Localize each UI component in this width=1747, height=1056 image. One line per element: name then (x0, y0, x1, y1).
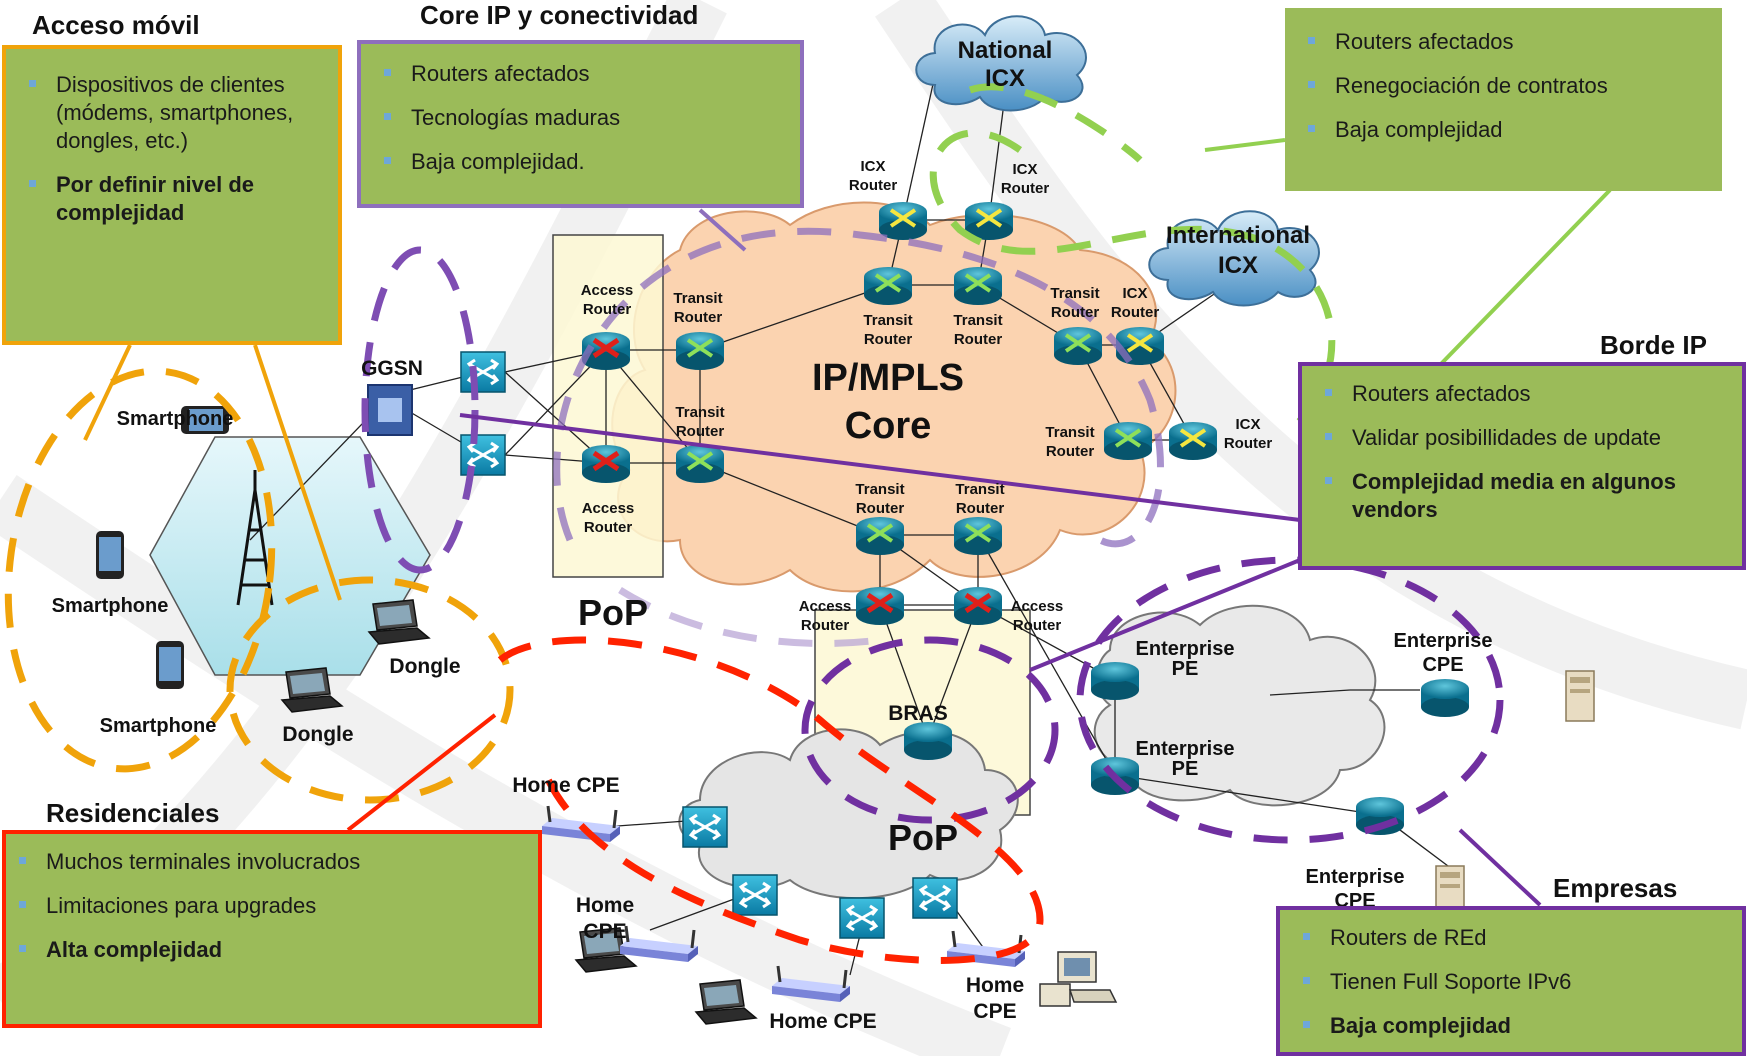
box-borde-item-3: Complejidad media en algunos vendors (1312, 468, 1730, 524)
callout-lines (83, 138, 1612, 907)
box-emp-item-2: Tienen Full Soporte IPv6 (1290, 968, 1730, 996)
residential-cloud (678, 728, 1019, 900)
title-acceso-movil: Acceso móvil (32, 10, 200, 40)
box-acceso-movil: Dispositivos de clientes (módems, smartp… (2, 45, 342, 345)
cell-tower (236, 470, 274, 606)
box-emp-item-1: Routers de REd (1290, 924, 1730, 952)
box-res-item-1: Muchos terminales involucrados (6, 848, 526, 876)
box-icx-item-2: Renegociación de contratos (1295, 72, 1710, 100)
box-emp-item-3: Baja complejidad (1290, 1012, 1730, 1040)
pop-left-label: PoP (578, 592, 648, 633)
box-borde-item-1: Routers afectados (1312, 380, 1730, 408)
box-empresas: Routers de REd Tienen Full Soporte IPv6 … (1276, 906, 1746, 1056)
box-core-item-3: Baja complejidad. (371, 148, 788, 176)
box-acceso-item-2: Por definir nivel de complejidad (16, 171, 326, 227)
smartphone-label-1: Smartphone (117, 408, 234, 430)
pop-left-rect (552, 234, 664, 578)
box-icx-item-1: Routers afectados (1295, 28, 1710, 56)
box-core-ip: Routers afectados Tecnologías maduras Ba… (357, 40, 804, 208)
home-cpe-label-1: Home CPE (512, 774, 619, 797)
mobile-access-hexagon (149, 436, 431, 676)
ggsn-device (367, 384, 413, 436)
bras-label: BRAS (888, 702, 948, 725)
home-cpe-label-3: Home CPE (769, 1010, 876, 1033)
smartphone-label-3: Smartphone (100, 715, 217, 737)
dashed-outlines (4, 83, 1504, 964)
box-res-item-2: Limitaciones para upgrades (6, 892, 526, 920)
end-devices (96, 406, 1595, 1025)
box-core-item-1: Routers afectados (371, 60, 788, 88)
box-res-item-3: Alta complejidad (6, 936, 526, 964)
icx-router-marks (889, 208, 1207, 448)
dongle-label-2: Dongle (282, 723, 353, 746)
dongle-label-1: Dongle (389, 655, 460, 678)
box-acceso-item-1: Dispositivos de clientes (módems, smartp… (16, 71, 326, 155)
access-router-marks (592, 337, 992, 614)
title-borde-ip: Borde IP (1600, 330, 1707, 360)
title-empresas: Empresas (1553, 873, 1678, 903)
box-borde-item-2: Validar posibillidades de update (1312, 424, 1730, 452)
ggsn-label: GGSN (361, 357, 423, 380)
box-core-item-2: Tecnologías maduras (371, 104, 788, 132)
box-residenciales: Muchos terminales involucrados Limitacio… (2, 830, 542, 1028)
box-icx-item-3: Baja complejidad (1295, 116, 1710, 144)
box-icx: Routers afectados Renegociación de contr… (1285, 8, 1722, 191)
box-borde-ip: Routers afectados Validar posibillidades… (1298, 362, 1746, 570)
transit-router-marks (686, 273, 1142, 543)
title-residenciales: Residenciales (46, 798, 220, 828)
title-core-ip: Core IP y conectividad (420, 0, 699, 30)
pop-bottom-label: PoP (888, 817, 958, 858)
smartphone-label-2: Smartphone (52, 595, 169, 617)
